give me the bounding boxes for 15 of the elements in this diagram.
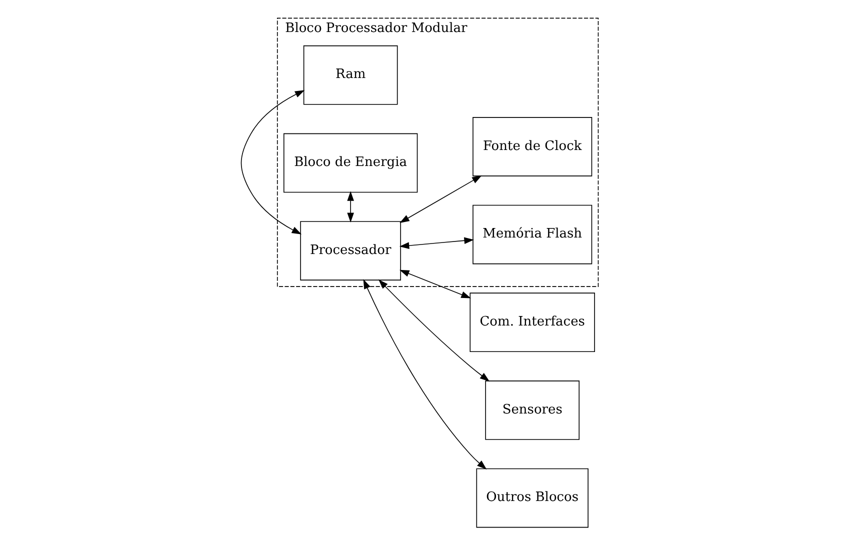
arrow — [240, 90, 305, 234]
node-box: Outros Blocos — [476, 468, 588, 528]
arrow — [363, 279, 487, 470]
node-box: Bloco de Energia — [283, 133, 418, 193]
arrow — [400, 175, 482, 223]
arrow — [399, 270, 471, 298]
node-box: Ram — [303, 45, 398, 105]
node-box: Memória Flash — [472, 204, 592, 264]
node-box: Processador — [300, 221, 401, 280]
node-box: Sensores — [485, 380, 580, 440]
node-box: Fonte de Clock — [472, 117, 592, 176]
node-box: Com. Interfaces — [470, 292, 595, 352]
arrow — [347, 191, 354, 223]
arrow — [378, 279, 490, 382]
arrow — [399, 237, 474, 249]
